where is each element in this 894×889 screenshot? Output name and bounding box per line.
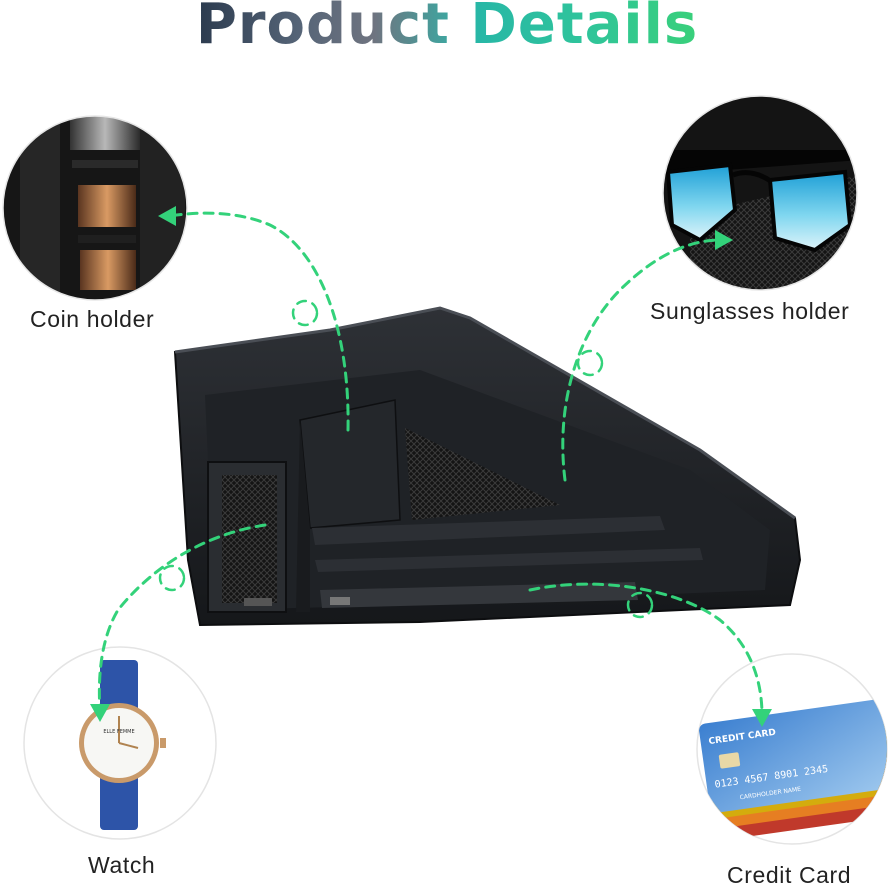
card-chip [718, 752, 741, 769]
page-title: Product Details [0, 0, 894, 57]
arrowhead-watch [90, 704, 110, 722]
label-credit-card: Credit Card [727, 862, 852, 888]
watch-brand-text: ELLE FEMME [103, 729, 134, 735]
arrow-card [528, 582, 764, 717]
credit-card-closeup: CREDIT CARD 0123 4567 8901 2345 CARDHOLD… [696, 653, 888, 845]
arrow-coin [168, 211, 350, 432]
organizer-tray [173, 306, 802, 627]
sunglasses-holder-closeup [662, 95, 858, 291]
arrowhead-card [752, 709, 772, 727]
credit-card-front [699, 699, 887, 813]
arrow-sunglasses [561, 238, 722, 482]
watch-strap-top [100, 660, 138, 715]
label-watch: Watch [88, 852, 156, 878]
title-word-product: Product [196, 0, 450, 57]
title-word-details: Details [470, 0, 698, 57]
arrow-heads [90, 206, 772, 727]
label-sunglasses-holder: Sunglasses holder [650, 298, 850, 324]
arrow-watch [97, 523, 267, 712]
label-coin-holder: Coin holder [30, 306, 155, 332]
callout-arrows [97, 211, 764, 717]
arrowhead-sunglasses [715, 230, 733, 250]
arrowhead-coin [158, 206, 176, 226]
mesh-pad-left [222, 475, 277, 603]
watch-closeup: ELLE FEMME [23, 646, 217, 840]
watch-strap-bottom [100, 770, 138, 830]
coin-holder-closeup [2, 115, 188, 301]
mesh-pad-triangle [405, 428, 560, 520]
